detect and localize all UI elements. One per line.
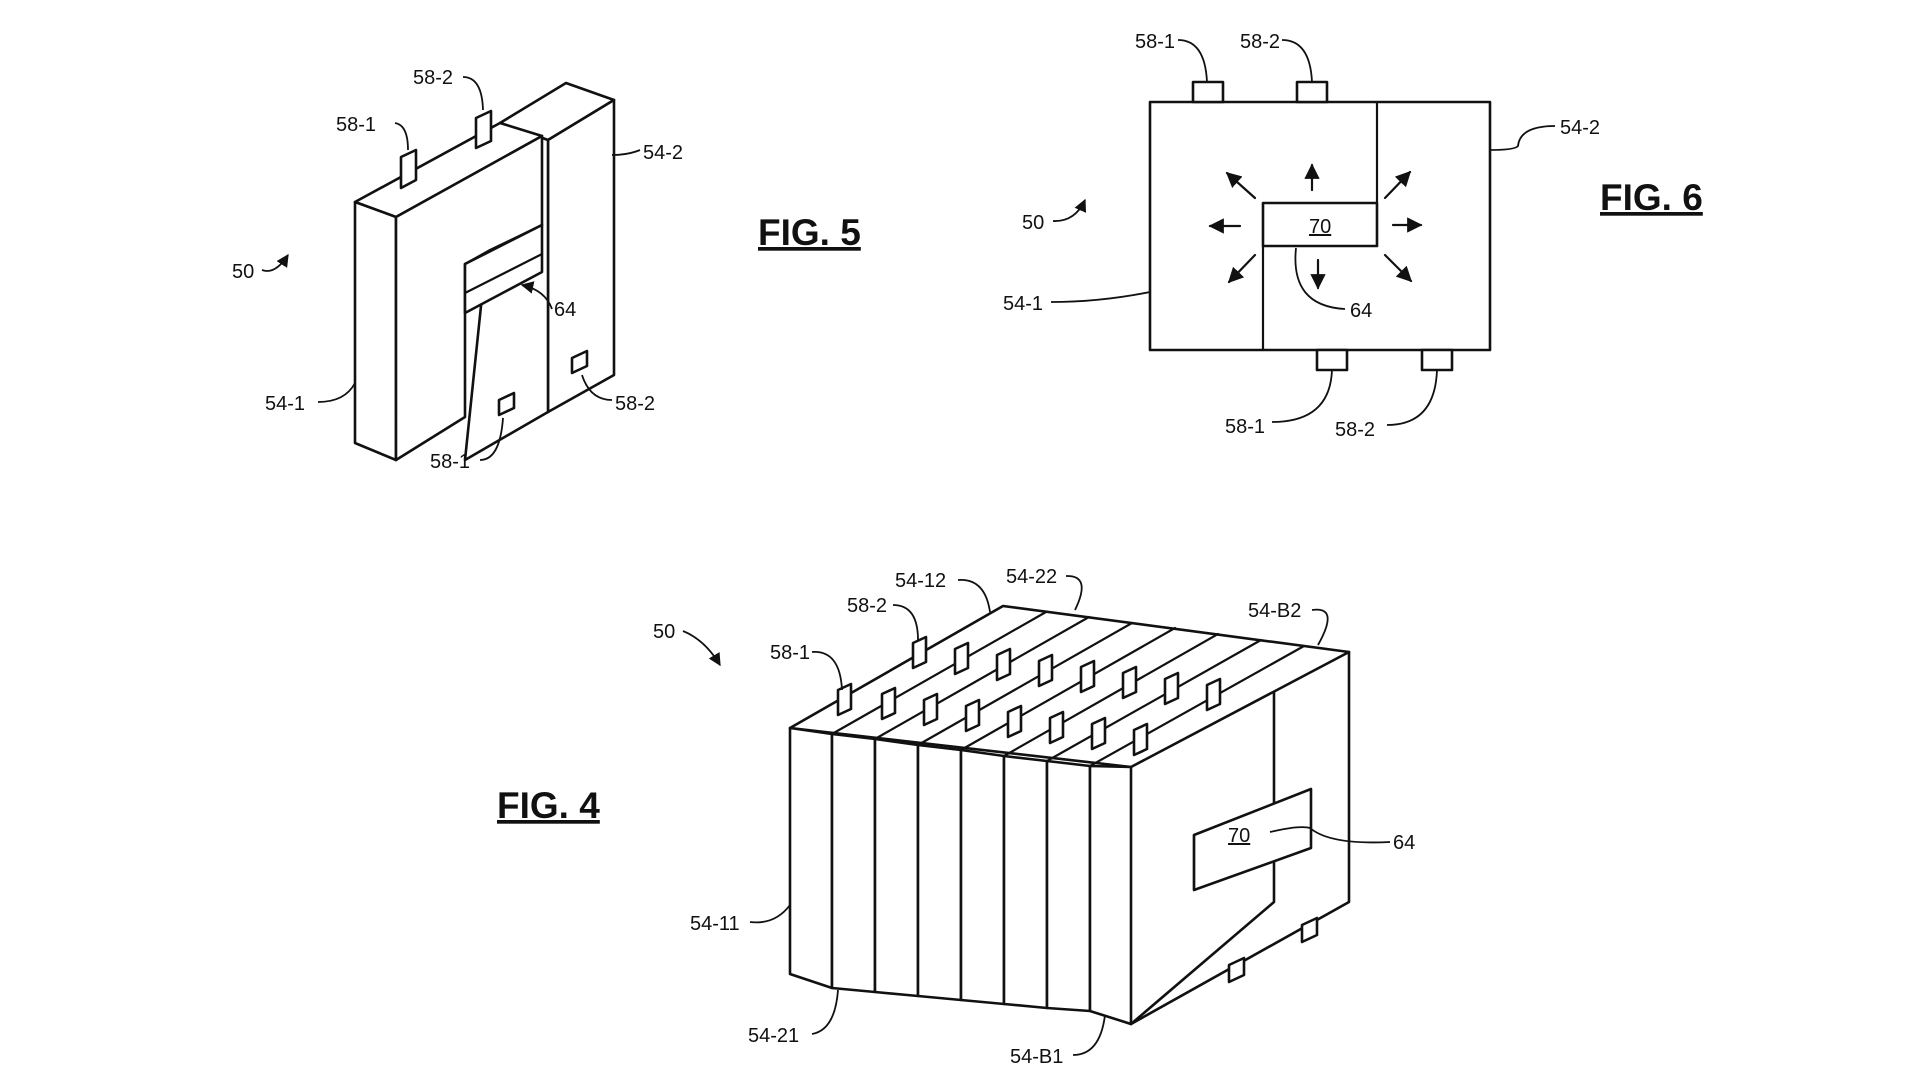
fig5-label-58-1-bottom: 58-1 [430,451,470,473]
fig6-tab-58-1-bottom [1317,350,1347,370]
figure-4: 50 58-1 58-2 54-12 54-22 54-B2 70 64 54-… [497,566,1415,1068]
fig6-leader-58-2-b [1387,370,1437,425]
fig5-title: FIG. 5 [758,212,861,253]
fig4-cell-fronts [790,728,1131,1024]
fig6-label-58-1-bottom: 58-1 [1225,416,1265,438]
fig4-leader-54-21 [812,990,838,1034]
fig5-cell-54-1-side [355,202,396,460]
fig6-label-70: 70 [1309,216,1331,238]
fig6-leader-54-2 [1490,126,1555,150]
fig5-label-50: 50 [232,261,254,283]
fig6-label-54-2: 54-2 [1560,117,1600,139]
fig5-label-58-2-top: 58-2 [413,67,453,89]
fig6-label-54-1: 54-1 [1003,293,1043,315]
fig6-label-50: 50 [1022,212,1044,234]
fig4-title: FIG. 4 [497,785,600,826]
fig6-tab-58-2-bottom [1422,350,1452,370]
fig4-label-58-1: 58-1 [770,642,810,664]
fig4-label-54-21: 54-21 [748,1025,799,1047]
figure-6: 58-1 58-2 54-2 50 54-1 70 64 58-1 58-2 F… [1003,31,1703,441]
fig6-leader-58-1-b [1272,370,1332,422]
fig6-label-58-2-top: 58-2 [1240,31,1280,53]
fig5-label-54-2: 54-2 [643,142,683,164]
figure-5: 58-1 58-2 54-2 50 64 54-1 58-2 58-1 FIG.… [232,67,861,473]
fig5-label-58-2-bottom: 58-2 [615,393,655,415]
fig5-leader-54-2 [612,150,640,155]
fig5-leader-50 [262,255,288,271]
fig4-label-54-12: 54-12 [895,570,946,592]
fig4-label-70: 70 [1228,825,1250,847]
fig4-label-54-11: 54-11 [690,913,740,935]
fig4-label-54-B2: 54-B2 [1248,600,1301,622]
fig6-label-58-2-bottom: 58-2 [1335,419,1375,441]
fig6-leader-54-1 [1051,292,1150,302]
fig6-tab-58-1-top [1193,82,1223,102]
fig4-label-64: 64 [1393,832,1415,854]
fig5-label-64: 64 [554,299,576,321]
fig5-label-58-1-top: 58-1 [336,114,376,136]
fig4-leader-54-12 [958,580,990,612]
fig5-leader-58-1 [395,123,408,150]
fig4-label-54-B1: 54-B1 [1010,1046,1063,1068]
fig6-label-64: 64 [1350,300,1372,322]
fig4-leader-58-2 [893,605,918,640]
fig4-leader-54-22 [1066,576,1082,610]
fig4-leader-54-11 [750,905,790,922]
fig5-tab-58-2-top [476,111,491,148]
fig5-leader-54-1 [318,383,355,402]
fig4-leader-50 [683,631,720,665]
fig4-leader-54-B1 [1073,1015,1105,1055]
fig6-leader-58-2-top [1282,40,1312,82]
fig6-tab-58-2-top [1297,82,1327,102]
fig4-label-54-22: 54-22 [1006,566,1057,588]
fig4-leader-54-B2 [1312,610,1328,645]
fig6-leader-50 [1053,200,1085,221]
fig6-leader-58-1-top [1178,40,1207,82]
fig4-label-50: 50 [653,621,675,643]
fig5-label-54-1: 54-1 [265,393,305,415]
fig6-label-58-1-top: 58-1 [1135,31,1175,53]
fig6-title: FIG. 6 [1600,177,1703,218]
fig4-leader-58-1 [812,652,842,690]
fig5-tab-58-1-top [401,150,416,188]
fig5-leader-58-2 [463,77,483,110]
fig4-label-58-2: 58-2 [847,595,887,617]
